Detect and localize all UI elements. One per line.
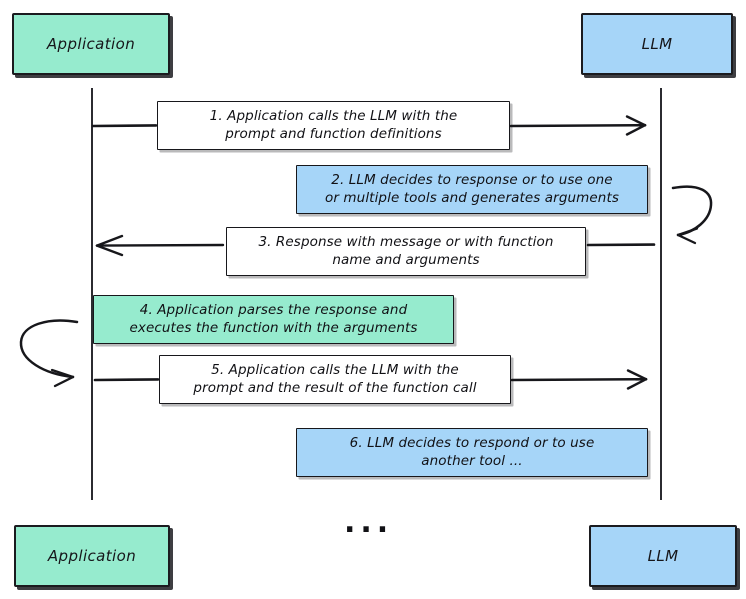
message-note-4[interactable]: 4. Application parses the response and e… <box>93 295 454 344</box>
message-note-1[interactable]: 1. Application calls the LLM with the pr… <box>157 101 510 150</box>
participant-label: LLM <box>647 547 679 565</box>
message-note-6[interactable]: 6. LLM decides to respond or to use anot… <box>296 428 648 477</box>
message-note-text: 6. LLM decides to respond or to use anot… <box>349 434 595 469</box>
participant-label: Application <box>47 547 137 565</box>
participant-application-bottom[interactable]: Application <box>14 525 170 587</box>
participant-label: Application <box>46 35 136 53</box>
message-note-text: 2. LLM decides to response or to use one… <box>325 171 619 206</box>
participant-llm-top[interactable]: LLM <box>581 13 733 75</box>
message-note-text: 3. Response with message or with functio… <box>258 233 554 268</box>
message-note-text: 1. Application calls the LLM with the pr… <box>209 107 458 142</box>
lifeline-llm <box>660 88 662 500</box>
participant-application-top[interactable]: Application <box>12 13 170 75</box>
message-note-3[interactable]: 3. Response with message or with functio… <box>226 227 586 276</box>
message-note-text: 4. Application parses the response and e… <box>129 301 418 336</box>
participant-label: LLM <box>641 35 673 53</box>
participant-llm-bottom[interactable]: LLM <box>589 525 737 587</box>
message-note-2[interactable]: 2. LLM decides to response or to use one… <box>296 165 648 214</box>
message-note-5[interactable]: 5. Application calls the LLM with the pr… <box>159 355 511 404</box>
arrow-msg-4-selfloop <box>19 319 79 388</box>
message-note-text: 5. Application calls the LLM with the pr… <box>193 361 477 396</box>
continuation-ellipsis: ... <box>344 505 394 540</box>
lifeline-application <box>91 88 93 500</box>
arrow-msg-2-selfloop <box>671 185 713 245</box>
